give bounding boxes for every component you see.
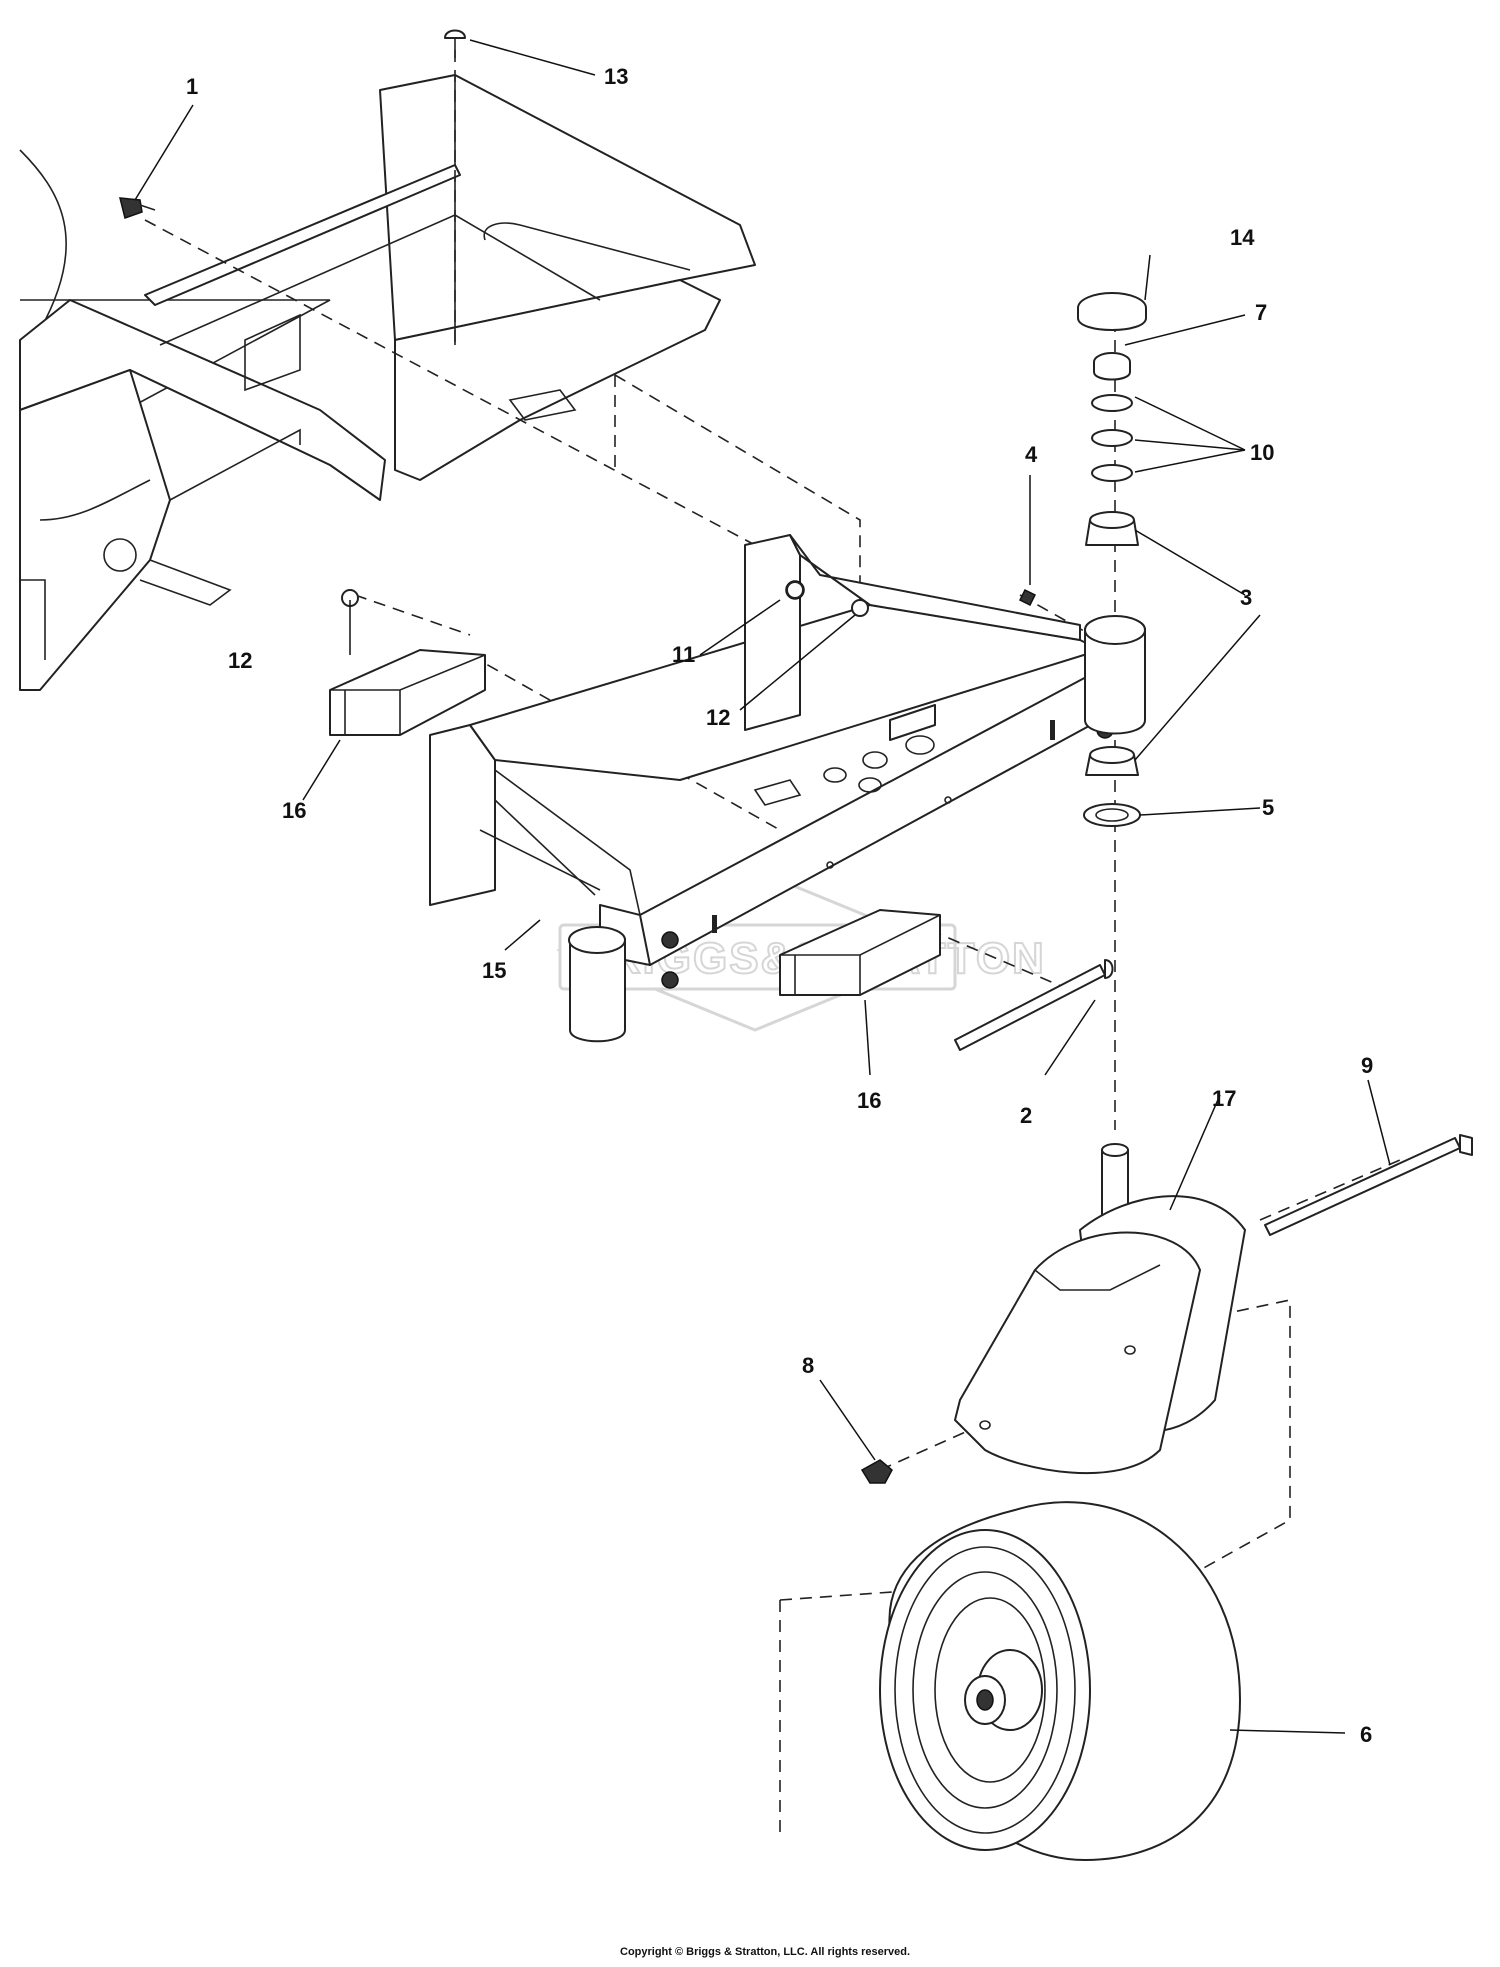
spindle-stack: [1077, 292, 1147, 827]
callout-3: 3: [1240, 585, 1252, 610]
callout-13: 13: [604, 64, 628, 89]
callout-labels: 1 2 3 4 5 6 7 8 9 10 11 12 12 13 14 15 1…: [186, 64, 1373, 1747]
hardware-parts: [119, 29, 1473, 1484]
callout-16-right: 16: [857, 1088, 881, 1113]
callout-8: 8: [802, 1353, 814, 1378]
bumper-blocks: [329, 649, 941, 996]
callout-9: 9: [1361, 1053, 1373, 1078]
callout-17: 17: [1212, 1086, 1236, 1111]
callout-6: 6: [1360, 1722, 1372, 1747]
callout-2: 2: [1020, 1103, 1032, 1128]
callout-11: 11: [672, 642, 695, 667]
callout-1: 1: [186, 74, 198, 99]
callout-5: 5: [1262, 795, 1274, 820]
callout-12-center: 12: [706, 705, 730, 730]
callout-16-left: 16: [282, 798, 306, 823]
leader-lines: [134, 39, 1391, 1734]
callout-10: 10: [1250, 440, 1274, 465]
mower-main-frame: [19, 74, 756, 691]
caster-fork: [954, 1143, 1246, 1475]
callout-12-left: 12: [228, 648, 252, 673]
callout-15: 15: [482, 958, 506, 983]
callout-14: 14: [1230, 225, 1255, 250]
callout-7: 7: [1255, 300, 1267, 325]
caster-wheel: [879, 1501, 1241, 1861]
copyright-text: Copyright © Briggs & Stratton, LLC. All …: [620, 1946, 910, 1958]
caster-yoke-frame: [429, 534, 1146, 1043]
callout-4: 4: [1025, 442, 1038, 467]
assembly-lines: [144, 50, 1401, 1835]
